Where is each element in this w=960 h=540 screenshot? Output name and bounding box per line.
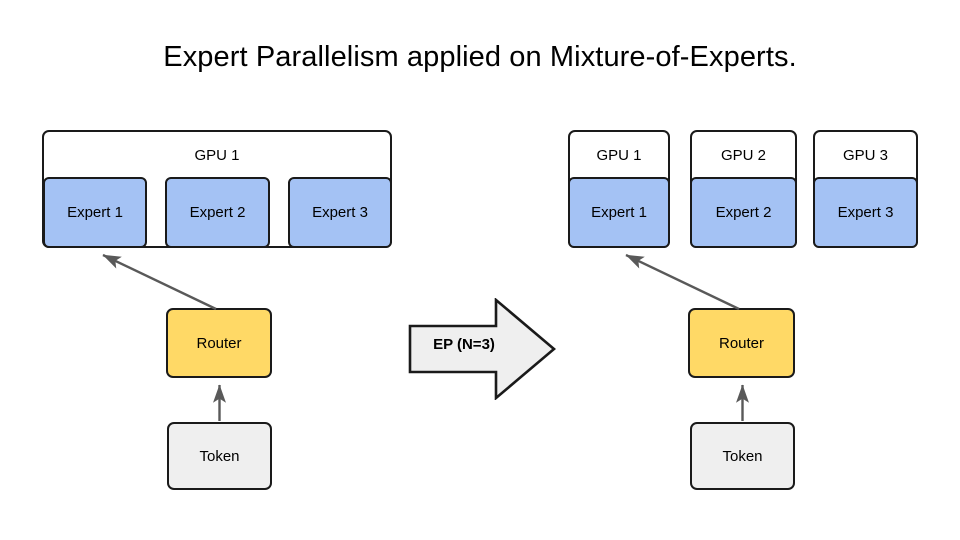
arrow-router-to-expert-left	[102, 253, 217, 311]
ep-block-arrow	[408, 298, 556, 400]
token-box-right[interactable]: Token	[690, 422, 795, 490]
expert-label-left-1: Expert 1	[67, 204, 123, 221]
router-label-right: Router	[718, 334, 765, 352]
arrow-router-to-expert-right	[625, 253, 740, 311]
expert-box-left-1[interactable]: Expert 1	[43, 177, 147, 248]
gpu-label-right-2: GPU 2	[720, 146, 766, 164]
page-title: Expert Parallelism applied on Mixture-of…	[163, 41, 797, 73]
expert-label-left-2: Expert 2	[189, 204, 246, 221]
gpu-label-right-3: GPU 3	[842, 146, 888, 164]
token-box-left[interactable]: Token	[167, 422, 272, 490]
token-label-right: Token	[722, 447, 763, 465]
expert-box-left-3[interactable]: Expert 3	[288, 177, 392, 248]
router-label-left: Router	[196, 334, 242, 352]
expert-box-right-3[interactable]: Expert 3	[813, 177, 918, 248]
expert-label-left-3: Expert 3	[312, 204, 368, 221]
router-box-left[interactable]: Router	[166, 308, 272, 378]
expert-box-left-2[interactable]: Expert 2	[165, 177, 270, 248]
expert-label-right-1: Expert 1	[591, 204, 647, 221]
expert-box-right-1[interactable]: Expert 1	[568, 177, 670, 248]
expert-label-right-2: Expert 2	[715, 204, 772, 221]
gpu-label-right-1: GPU 1	[596, 146, 642, 164]
gpu-label-left-1: GPU 1	[194, 146, 240, 164]
expert-label-right-3: Expert 3	[837, 204, 894, 221]
router-box-right[interactable]: Router	[688, 308, 795, 378]
token-label-left: Token	[199, 447, 240, 465]
expert-box-right-2[interactable]: Expert 2	[690, 177, 797, 248]
